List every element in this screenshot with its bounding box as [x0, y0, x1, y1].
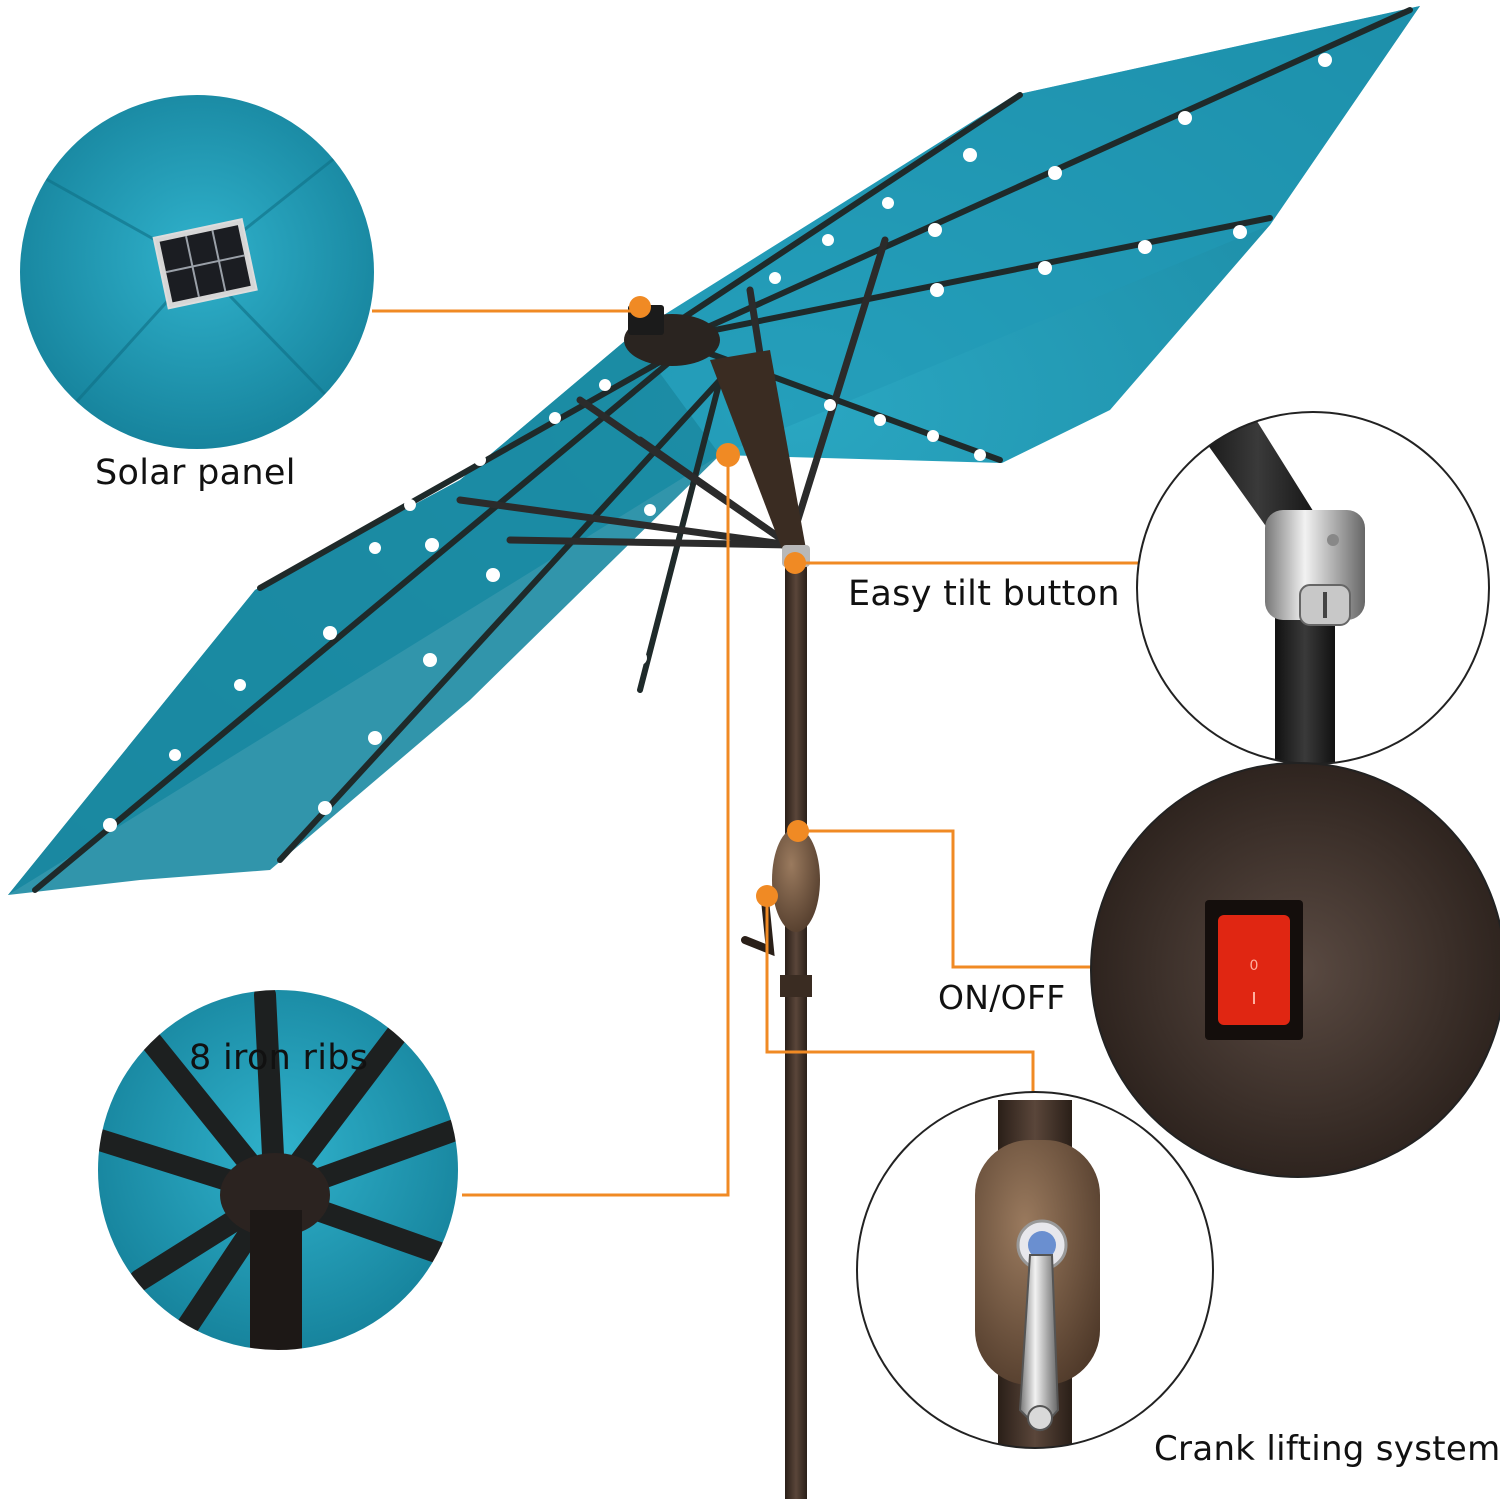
crank-detail — [856, 1091, 1214, 1449]
tilt-detail — [1136, 411, 1490, 765]
leader-lines — [372, 309, 1138, 1197]
umbrella-canopy — [8, 6, 1420, 895]
label-easy-tilt-button: Easy tilt button — [848, 574, 1120, 614]
tilt-joint-icon — [1265, 510, 1365, 626]
callout-dots — [629, 296, 809, 907]
solar-panel-detail — [18, 93, 376, 451]
power-switch-icon: 0 — [1205, 900, 1303, 1040]
svg-text:0: 0 — [1250, 958, 1259, 974]
label-on-off: ON/OFF — [938, 978, 1066, 1017]
label-crank-lifting-system: Crank lifting system — [1154, 1429, 1500, 1469]
switch-detail: 0 — [1090, 762, 1500, 1178]
crank-icon — [975, 1140, 1100, 1432]
label-8-iron-ribs: 8 iron ribs — [189, 1038, 369, 1078]
ribs-detail — [96, 988, 460, 1352]
label-solar-panel: Solar panel — [95, 453, 296, 493]
solar-panel-icon — [152, 218, 258, 310]
umbrella-pole — [710, 350, 820, 1499]
